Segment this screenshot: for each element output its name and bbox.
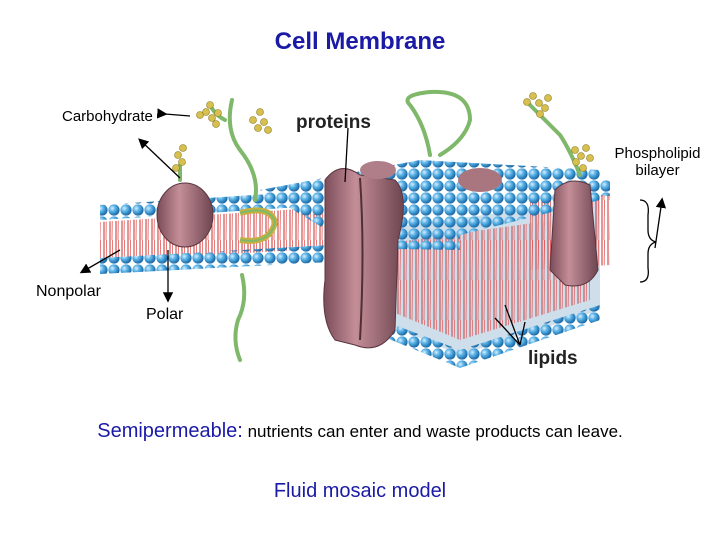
channel-protein (239, 207, 279, 244)
label-carbohydrate: Carbohydrate (62, 108, 153, 125)
caption: Semipermeable: nutrients can enter and w… (0, 420, 720, 443)
page-title: Cell Membrane (274, 28, 446, 55)
label-phospholipid-line1: Phospholipid (614, 145, 701, 162)
label-phospholipid-bilayer: Phospholipid bilayer (610, 145, 705, 179)
label-proteins: proteins (296, 112, 371, 133)
label-nonpolar: Nonpolar (36, 283, 101, 300)
label-lipids: lipids (528, 348, 578, 369)
protein-large (323, 168, 404, 349)
pointer-lines (79, 108, 667, 346)
caption-term: Semipermeable: (97, 420, 243, 442)
model-name: Fluid mosaic model (273, 480, 447, 502)
label-polar: Polar (146, 306, 184, 323)
caption-text: nutrients can enter and waste products c… (242, 422, 623, 441)
carbohydrate-chains (172, 92, 594, 172)
membrane-diagram (79, 89, 667, 368)
protein-left-embedded (156, 182, 214, 248)
label-phospholipid-line2: bilayer (635, 162, 680, 179)
protein-top-bumps (360, 161, 502, 192)
protein-right (549, 180, 599, 287)
